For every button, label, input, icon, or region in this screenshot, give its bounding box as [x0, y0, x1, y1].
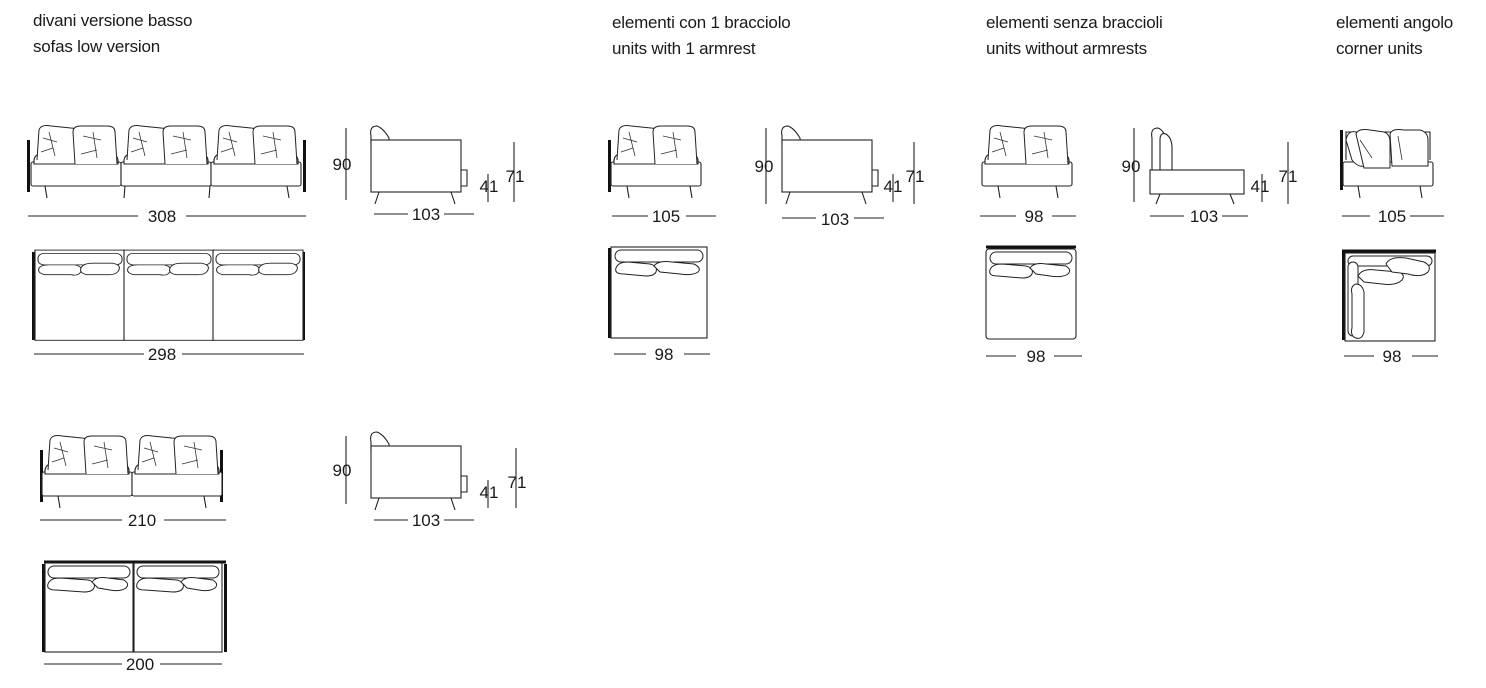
- heading-one-armrest: elementi con 1 bracciolo units with 1 ar…: [612, 10, 791, 62]
- heading-corner-en: corner units: [1336, 39, 1423, 58]
- noarm-side-dimensions: 90 103 41 71: [1122, 128, 1298, 226]
- arm1-side-view: [781, 125, 879, 205]
- sofa3-front-view: [27, 124, 306, 199]
- heading-corner-it: elementi angolo: [1336, 13, 1454, 32]
- noarm-front-width-label: 98: [1025, 207, 1044, 226]
- noarm-plan-view: [985, 245, 1077, 340]
- arm1-side-seat-label: 41: [884, 177, 903, 196]
- arm1-front-view: [608, 124, 702, 199]
- sofa3-front-width-dimension: 308: [28, 207, 306, 226]
- heading-sofas-low-en: sofas low version: [33, 37, 160, 56]
- corner-plan-view: [1342, 249, 1436, 342]
- sofa2-side-depth-label: 103: [412, 511, 440, 530]
- sofa2-plan-view: [42, 560, 227, 653]
- heading-corner: elementi angolo corner units: [1336, 10, 1453, 62]
- arm1-side-height-label: 90: [755, 157, 774, 176]
- noarm-plan-width-dimension: 98: [986, 347, 1082, 366]
- sofa3-side-arm-label: 71: [506, 167, 525, 186]
- sofa2-plan-width-label: 200: [126, 655, 154, 674]
- corner-front-width-label: 105: [1378, 207, 1406, 226]
- heading-sofas-low-it: divani versione basso: [33, 11, 193, 30]
- sofa3-front-width-label: 308: [148, 207, 176, 226]
- arm1-plan-view: [608, 246, 708, 339]
- sofa3-plan-view: [32, 249, 305, 341]
- heading-no-armrests-en: units without armrests: [986, 39, 1147, 58]
- noarm-front-width-dimension: 98: [980, 207, 1076, 226]
- sofa2-side-height-label: 90: [333, 461, 352, 480]
- arm1-front-width-label: 105: [652, 207, 680, 226]
- sofa3-plan-width-dimension: 298: [34, 345, 304, 364]
- noarm-side-view: [1149, 127, 1245, 205]
- arm1-side-dimensions: 90 103 41 71: [755, 128, 925, 229]
- noarm-plan-width-label: 98: [1027, 347, 1046, 366]
- heading-no-armrests: elementi senza braccioli units without a…: [986, 10, 1163, 62]
- corner-plan-width-dimension: 98: [1344, 347, 1438, 366]
- sofa3-side-depth-label: 103: [412, 205, 440, 224]
- corner-plan-width-label: 98: [1383, 347, 1402, 366]
- heading-sofas-low: divani versione basso sofas low version: [33, 8, 192, 60]
- sofa3-side-view: [370, 125, 468, 205]
- sofa2-side-arm-label: 71: [508, 473, 527, 492]
- corner-front-width-dimension: 105: [1342, 207, 1444, 226]
- arm1-side-arm-label: 71: [906, 167, 925, 186]
- sofa3-side-height-label: 90: [333, 155, 352, 174]
- noarm-front-view: [981, 124, 1073, 199]
- heading-no-armrests-it: elementi senza braccioli: [986, 13, 1163, 32]
- arm1-front-width-dimension: 105: [612, 207, 716, 226]
- sofa2-front-width-dimension: 210: [40, 511, 226, 530]
- noarm-side-depth-label: 103: [1190, 207, 1218, 226]
- noarm-side-height-label: 90: [1122, 157, 1141, 176]
- sofa2-side-view: [370, 431, 468, 511]
- sofa2-side-seat-label: 41: [480, 483, 499, 502]
- sofa2-side-dimensions: 90 103 41 71: [333, 436, 527, 530]
- noarm-side-arm-label: 71: [1279, 167, 1298, 186]
- arm1-plan-width-label: 98: [655, 345, 674, 364]
- arm1-side-depth-label: 103: [821, 210, 849, 229]
- heading-one-armrest-it: elementi con 1 bracciolo: [612, 13, 791, 32]
- noarm-side-seat-label: 41: [1251, 177, 1270, 196]
- sofa3-plan-width-label: 298: [148, 345, 176, 364]
- sofa3-side-seat-label: 41: [480, 177, 499, 196]
- corner-front-view: [1340, 129, 1434, 199]
- sofa2-plan-width-dimension: 200: [44, 655, 222, 674]
- sofa3-side-dimensions: 90 103 41 71: [333, 128, 525, 224]
- heading-one-armrest-en: units with 1 armrest: [612, 39, 756, 58]
- sofa2-front-width-label: 210: [128, 511, 156, 530]
- arm1-plan-width-dimension: 98: [614, 345, 710, 364]
- sofa2-front-view: [40, 434, 223, 509]
